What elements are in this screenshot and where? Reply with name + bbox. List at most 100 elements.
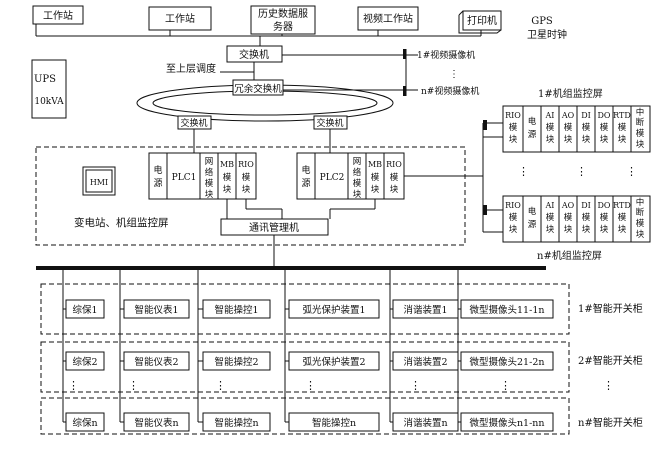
cabinet-device-label: 弧光保护装置2: [302, 356, 365, 368]
hmi: HMI: [82, 166, 116, 196]
gps-clock: GPS 卫星时钟: [527, 16, 567, 41]
svg-text:中: 中: [636, 197, 645, 208]
unit-panel-dots: ⋮ ⋮ ⋮: [518, 165, 637, 178]
workstation-1-label: 工作站: [43, 9, 73, 22]
svg-text:块: 块: [618, 224, 627, 235]
cabinet-device-label: 智能操控n: [214, 417, 258, 429]
cabinet-ellipsis: ⋮: [500, 379, 511, 392]
svg-text:块: 块: [618, 134, 627, 145]
svg-text:模: 模: [390, 172, 399, 183]
svg-text:块: 块: [600, 134, 609, 145]
svg-text:块: 块: [223, 184, 232, 195]
cabinet-row-frame: [40, 341, 570, 393]
cabinet-device-label: 综保2: [72, 356, 97, 368]
unit-panel-bus: [404, 120, 503, 233]
cabinet-device-label: 综保1: [72, 304, 97, 316]
svg-text:RIO: RIO: [505, 201, 521, 210]
cabinet-device-label: 微型摄像头21-2n: [470, 356, 545, 368]
svg-text:DI: DI: [581, 111, 591, 120]
svg-text:模: 模: [353, 178, 362, 189]
svg-text:模: 模: [564, 122, 573, 133]
left-plc-label: PLC1: [172, 173, 197, 183]
svg-text:模: 模: [582, 212, 591, 223]
unit-panel-n-label: n#机组监控屏: [537, 249, 602, 262]
svg-text:络: 络: [205, 167, 214, 178]
svg-text:模: 模: [371, 172, 380, 183]
svg-text:块: 块: [582, 134, 591, 145]
camera-ellipsis: ⋮: [449, 69, 459, 80]
svg-text:模: 模: [223, 172, 232, 183]
switchgear-cabinets: 综保1 智能仪表1 智能操控1 弧光保护装置1 消谐装置1 微型摄像头11-1n 1#智能开…: [40, 268, 643, 435]
svg-text:模: 模: [546, 212, 555, 223]
video-workstation: 视频工作站: [357, 6, 419, 31]
svg-text:块: 块: [600, 224, 609, 235]
svg-text:块: 块: [371, 184, 380, 195]
switch-label: 交换机: [239, 48, 269, 61]
svg-text:DI: DI: [581, 201, 591, 210]
svg-text:AO: AO: [561, 201, 575, 210]
cabinet-row-frame: [40, 397, 570, 435]
left-power-l2: 源: [153, 178, 162, 189]
svg-text:电: 电: [528, 116, 537, 127]
svg-text:块: 块: [509, 224, 518, 235]
svg-text:RTD: RTD: [613, 201, 631, 210]
svg-text:块: 块: [636, 229, 645, 240]
gps-label-line1: GPS: [531, 16, 553, 27]
svg-text:模: 模: [509, 212, 518, 223]
comm-manager-label: 通讯管理机: [249, 221, 299, 234]
hmi-label: HMI: [90, 178, 108, 187]
right-plc-label: PLC2: [320, 173, 345, 183]
camera-n-label: n#视频摄像机: [421, 85, 479, 97]
svg-text:源: 源: [528, 130, 537, 140]
history-server-label-line2: 务器: [273, 20, 293, 33]
svg-text:模: 模: [509, 122, 518, 133]
workstation-2: 工作站: [148, 6, 212, 31]
svg-text:块: 块: [205, 189, 214, 200]
svg-text:块: 块: [564, 134, 573, 145]
cabinet-row-label: 1#智能开关柜: [578, 302, 643, 315]
cabinet-ellipsis: ⋮: [410, 379, 421, 392]
svg-text:模: 模: [618, 122, 627, 133]
svg-text:DO: DO: [598, 111, 611, 120]
svg-text:块: 块: [390, 184, 399, 195]
cabinet-device-label: 微型摄像头11-1n: [470, 304, 545, 316]
cabinet-device-label: 智能操控1: [214, 304, 258, 316]
ups-capacity: 10kVA: [34, 97, 64, 107]
svg-text:块: 块: [636, 139, 645, 150]
svg-text:模: 模: [242, 172, 251, 183]
cabinet-device-label: 弧光保护装置1: [302, 304, 365, 316]
printer: 打印机: [458, 10, 502, 34]
cabinet-row-frame: [40, 283, 570, 335]
svg-text:块: 块: [509, 134, 518, 145]
svg-text:模: 模: [636, 128, 645, 139]
redundant-switch-label: 冗余交换机: [234, 83, 282, 95]
ups-label: UPS: [34, 74, 56, 85]
history-server-label-line1: 历史数据服: [258, 7, 308, 20]
svg-text:模: 模: [600, 122, 609, 133]
svg-text:块: 块: [242, 184, 251, 195]
svg-text:网: 网: [205, 157, 214, 167]
cabinet-device-label: 消谐装置1: [403, 304, 447, 316]
svg-text:AI: AI: [545, 111, 555, 120]
svg-text:电: 电: [301, 164, 310, 176]
video-workstation-label: 视频工作站: [363, 12, 413, 25]
station-monitor-panel: 变电站、机组监控屏 HMI 电 源 PLC1 网 络 模 块 MB 模 块 RI…: [35, 146, 466, 268]
svg-text:模: 模: [636, 218, 645, 229]
svg-text:模: 模: [564, 212, 573, 223]
svg-text:源: 源: [528, 220, 537, 230]
svg-text:AI: AI: [545, 201, 555, 210]
svg-text:RIO: RIO: [505, 111, 521, 120]
svg-text:RIO: RIO: [238, 160, 254, 169]
svg-text:网: 网: [353, 157, 362, 167]
cabinet-ellipsis: ⋮: [215, 379, 226, 392]
network-core: 交换机 至上层调度 1#视频摄像机 ⋮ n#视频摄像机 冗余交换机 交换机 交换…: [136, 45, 479, 147]
svg-text:MB: MB: [368, 160, 382, 169]
workstation-1: 工作站: [32, 5, 84, 25]
cabinet-device-label: 消谐装置2: [403, 356, 447, 368]
cabinet-device-label: 智能仪表1: [134, 304, 178, 316]
history-server: 历史数据服 务器: [250, 5, 316, 35]
cabinet-ellipsis: ⋮: [128, 379, 139, 392]
svg-text:⋮: ⋮: [576, 165, 587, 178]
comm-manager: 通讯管理机: [220, 199, 376, 268]
